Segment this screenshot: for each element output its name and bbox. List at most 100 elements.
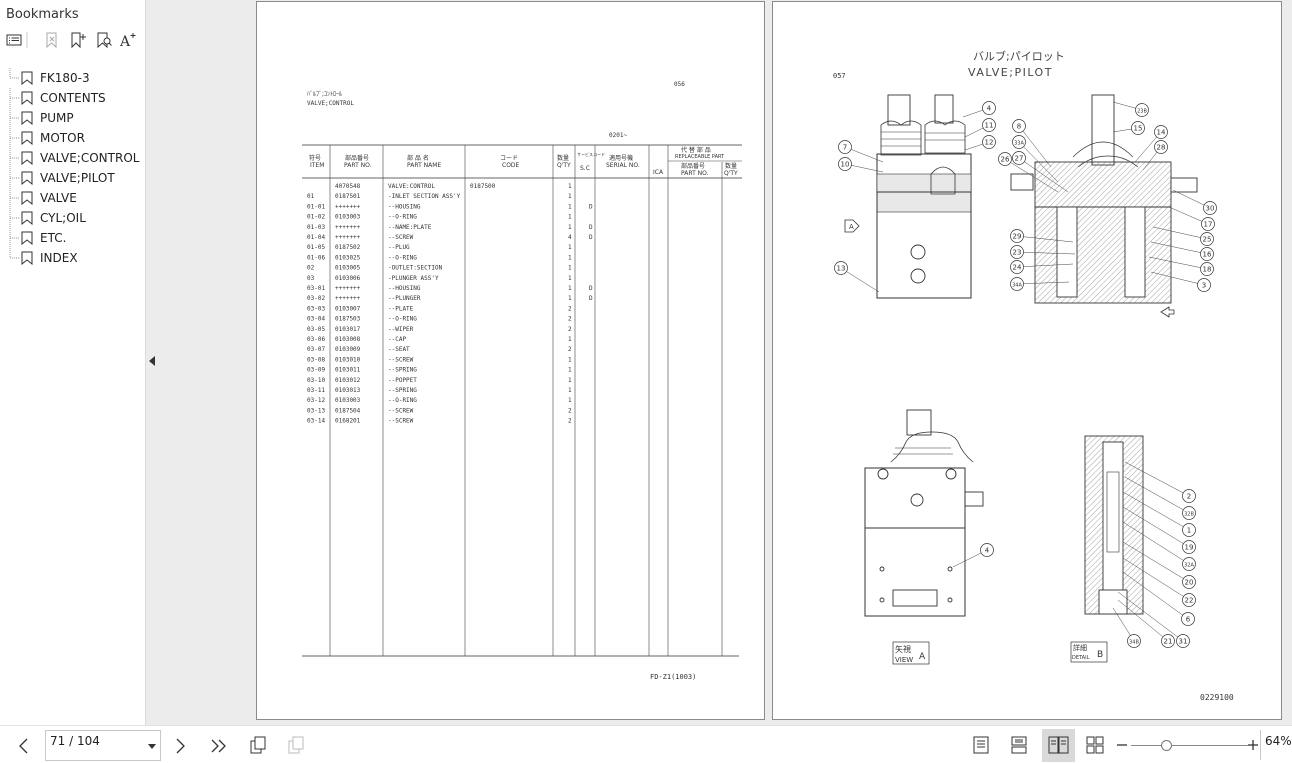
row-name: -OUTLET:SECTION: [388, 265, 443, 272]
bookmark-item[interactable]: MOTOR: [0, 128, 145, 148]
callout-leader: [1018, 157, 1069, 193]
zoom-slider-handle[interactable]: [1161, 740, 1172, 751]
delete-bookmark-icon[interactable]: [42, 30, 62, 50]
row-qty: 1: [568, 224, 572, 231]
row-qty: 2: [568, 346, 572, 353]
callout-leader: [1122, 506, 1190, 548]
copy-page-button[interactable]: [286, 735, 306, 755]
row-name: --SCREW: [388, 234, 414, 241]
next-page-button[interactable]: [170, 736, 190, 756]
callout-label: 30: [1206, 205, 1215, 213]
row-part-no: 0103006: [335, 275, 361, 282]
bookmark-label: VALVE;PILOT: [40, 171, 115, 185]
bookmark-item[interactable]: PUMP: [0, 108, 145, 128]
bookmark-icon: [21, 251, 33, 265]
row-qty: 1: [568, 214, 572, 221]
dropdown-arrow-icon: [148, 744, 156, 749]
diagram-title-jp: バルブ;パイロット: [973, 49, 1065, 63]
header-repl-partno-jp: 部品番号: [681, 162, 705, 170]
bookmark-icon: [21, 151, 33, 165]
text-size-icon[interactable]: A: [118, 30, 138, 50]
options-icon[interactable]: [4, 30, 24, 50]
header-code-jp: コード: [500, 155, 518, 162]
callout-label: 33A: [1014, 141, 1024, 147]
row-part-no: 0168201: [335, 418, 361, 425]
zoom-slider[interactable]: [1131, 745, 1248, 746]
callout-label: 14: [1157, 129, 1166, 137]
valve-side-view: [876, 94, 972, 299]
bookmark-icon: [21, 211, 33, 225]
continuous-view-button[interactable]: [1010, 736, 1028, 754]
bookmark-item[interactable]: ETC.: [0, 228, 145, 248]
find-bookmark-icon[interactable]: [94, 30, 114, 50]
callout-circle: [1127, 634, 1141, 648]
callout-circle: [838, 140, 852, 154]
row-qty: 1: [568, 265, 572, 272]
bookmark-item[interactable]: CONTENTS: [0, 88, 145, 108]
row-name: --SPRING: [388, 367, 417, 374]
single-page-view-button[interactable]: [972, 736, 990, 754]
bookmark-label: CONTENTS: [40, 91, 106, 105]
callout-label: 20: [1185, 579, 1194, 587]
row-name: --SPRING: [388, 387, 417, 394]
document-view[interactable]: 056 ﾊﾞﾙﾌﾞ;ｺﾝﾄﾛｰﾙ VALVE;CONTROL 0201~: [156, 0, 1292, 725]
row-name: --SCREW: [388, 407, 414, 414]
collapse-panel-icon[interactable]: [149, 356, 155, 366]
row-item: 03-01: [307, 285, 325, 292]
row-sc: D: [589, 224, 593, 231]
row-part-no: 0187504: [335, 407, 361, 414]
callout-label: 7: [843, 144, 847, 152]
bookmark-item[interactable]: FK180-3: [0, 68, 145, 88]
callout-circle: [1182, 575, 1196, 589]
callout-circle: [1010, 245, 1024, 259]
previous-page-button[interactable]: [14, 736, 34, 756]
header-item-jp: 符号: [309, 154, 321, 162]
row-name: --HOUSING: [388, 203, 421, 210]
bookmark-item[interactable]: VALVE;PILOT: [0, 168, 145, 188]
panel-splitter[interactable]: [145, 0, 156, 725]
callout-circle: [1131, 121, 1145, 135]
bookmark-item[interactable]: CYL;OIL: [0, 208, 145, 228]
row-item: 01-03: [307, 224, 325, 231]
page-footer: FD-Z1(1003): [650, 673, 696, 681]
callout-leader: [1122, 571, 1189, 620]
rotate-pages-button[interactable]: [248, 735, 268, 755]
diagram-title-en: VALVE;PILOT: [968, 66, 1053, 79]
row-qty: 1: [568, 254, 572, 261]
bookmark-icon: [21, 111, 33, 125]
bookmark-item[interactable]: VALVE;CONTROL: [0, 148, 145, 168]
plus-icon: [1248, 740, 1258, 750]
row-sc: D: [589, 285, 593, 292]
bookmark-item[interactable]: VALVE: [0, 188, 145, 208]
callout-a-letter: A: [849, 223, 854, 231]
row-item: 01-01: [307, 203, 325, 210]
page-rotate-icon: [250, 736, 266, 754]
page-number-dropdown[interactable]: 71 / 104: [45, 730, 161, 761]
callout-label: 12: [985, 139, 994, 147]
two-page-view-button[interactable]: [1042, 729, 1075, 762]
row-qty: 1: [568, 203, 572, 210]
callout-circle: [998, 152, 1012, 166]
copy-page-icon: [288, 736, 304, 754]
callout-circle: [1200, 262, 1214, 276]
callout-label: 19: [1185, 544, 1194, 552]
row-name: --PLUNGER: [388, 295, 421, 302]
callout-circle: [1135, 103, 1149, 117]
row-item: 03-02: [307, 295, 325, 302]
row-part-no: +++++++: [335, 203, 361, 210]
zoom-in-button[interactable]: [1246, 738, 1260, 752]
zoom-level-box[interactable]: 64%: [1260, 730, 1292, 760]
callout-label: 4: [985, 547, 990, 555]
two-page-continuous-button[interactable]: [1086, 736, 1104, 754]
callout-label: 3: [1202, 282, 1206, 290]
last-page-button[interactable]: [208, 736, 230, 756]
bookmark-item[interactable]: INDEX: [0, 248, 145, 268]
diagram-page-number: 057: [833, 72, 846, 80]
page-right: バルブ;パイロット VALVE;PILOT 057: [772, 1, 1282, 720]
zoom-out-button[interactable]: [1115, 738, 1129, 752]
bookmark-label: VALVE: [40, 191, 77, 205]
row-code: 0187500: [470, 183, 496, 190]
add-bookmark-icon[interactable]: [68, 30, 88, 50]
row-name: --WIPER: [388, 326, 414, 333]
